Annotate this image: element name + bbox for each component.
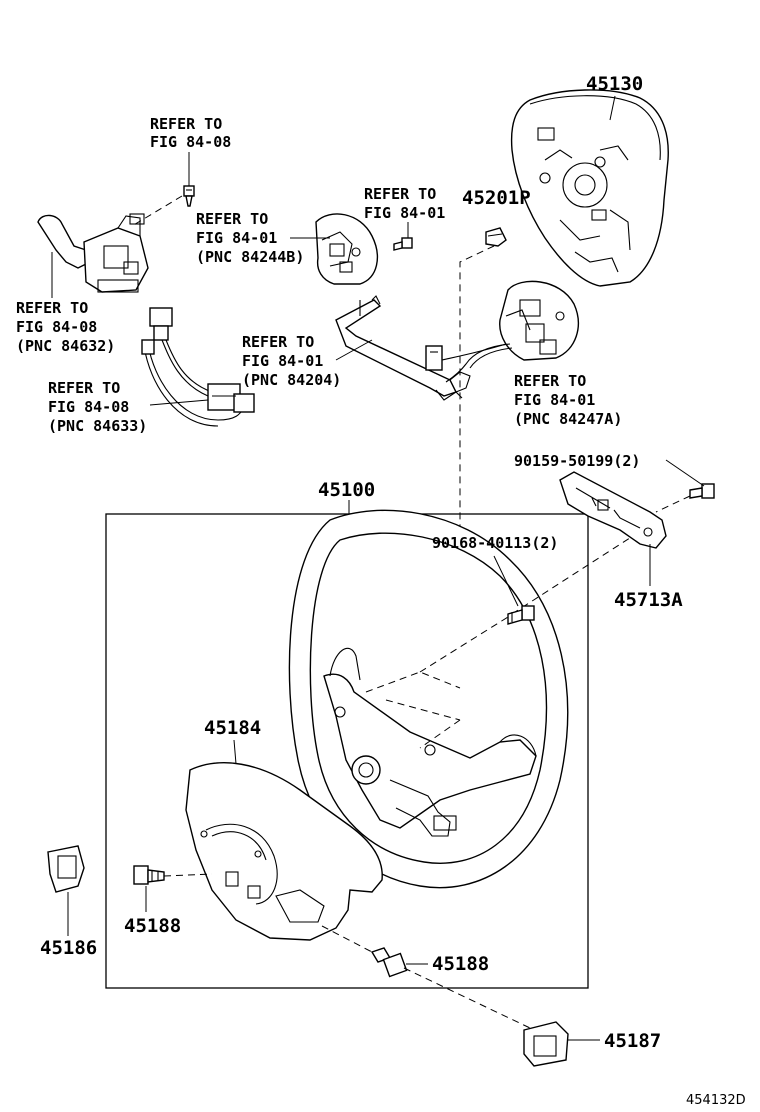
refer-label-84633: REFER TO FIG 84-08 (PNC 84633)	[48, 379, 147, 435]
nut-45201P[interactable]	[485, 227, 507, 247]
svg-text:FIG 84-01: FIG 84-01	[364, 204, 445, 222]
svg-text:REFER TO: REFER TO	[48, 379, 120, 397]
refer-label-fig-84-08-top: REFER TO FIG 84-08	[150, 115, 231, 151]
svg-text:FIG 84-08: FIG 84-08	[150, 133, 231, 151]
wire-harness-84633[interactable]	[141, 339, 255, 427]
emblem-45186[interactable]	[47, 845, 85, 893]
dash-bolt-to-bracket	[655, 495, 691, 513]
bolt-90168-40113[interactable]	[507, 605, 535, 625]
harness-84204[interactable]	[335, 295, 471, 401]
svg-text:(PNC 84633): (PNC 84633)	[48, 417, 147, 435]
dash-lines-wheel	[365, 533, 637, 749]
part-number-45184[interactable]: 45184	[204, 717, 261, 739]
dash-screw-right	[321, 925, 373, 953]
svg-text:REFER TO: REFER TO	[514, 372, 586, 390]
dash-screw-to-switch	[131, 195, 183, 227]
part-number-45188-left[interactable]: 45188	[124, 915, 181, 937]
refer-label-84632: REFER TO FIG 84-08 (PNC 84632)	[16, 299, 115, 355]
part-number-45713A[interactable]: 45713A	[614, 589, 683, 611]
switch-84244B[interactable]	[315, 213, 379, 285]
leader-90159	[665, 459, 705, 487]
svg-text:FIG 84-08: FIG 84-08	[16, 318, 97, 336]
svg-text:REFER TO: REFER TO	[16, 299, 88, 317]
part-number-45130[interactable]: 45130	[586, 73, 643, 95]
part-number-45187[interactable]: 45187	[604, 1030, 661, 1052]
svg-text:(PNC 84632): (PNC 84632)	[16, 337, 115, 355]
screw-fig-84-08[interactable]	[183, 185, 195, 207]
svg-text:(PNC 84204): (PNC 84204)	[242, 371, 341, 389]
wire-harness-84632[interactable]	[149, 307, 213, 397]
part-number-45201P[interactable]: 45201P	[462, 187, 531, 209]
leader-45130	[609, 95, 616, 121]
screw-45188-left[interactable]	[133, 865, 165, 885]
refer-label-84204: REFER TO FIG 84-01 (PNC 84204)	[242, 333, 341, 389]
airbag-assembly-45130[interactable]	[510, 89, 669, 287]
screw-45188-right[interactable]	[370, 947, 408, 978]
svg-text:REFER TO: REFER TO	[364, 185, 436, 203]
turn-signal-switch[interactable]	[37, 213, 149, 293]
bracket-45713A[interactable]	[559, 471, 667, 549]
svg-text:REFER TO: REFER TO	[196, 210, 268, 228]
refer-label-fig-84-01: REFER TO FIG 84-01	[364, 185, 445, 222]
svg-text:FIG 84-01: FIG 84-01	[196, 229, 277, 247]
screw-84-01[interactable]	[393, 237, 413, 251]
leader-90168	[493, 555, 519, 607]
dash-to-45187	[403, 967, 531, 1029]
leader-ref-r6	[149, 399, 209, 406]
part-number-90168-40113[interactable]: 90168-40113(2)	[432, 534, 558, 552]
figure-id: 454132D	[686, 1093, 746, 1108]
wire-84247A-connector	[441, 343, 507, 361]
leader-ref-r5	[335, 339, 373, 361]
svg-text:REFER TO: REFER TO	[150, 115, 222, 133]
svg-text:REFER TO: REFER TO	[242, 333, 314, 351]
part-number-45188-right[interactable]: 45188	[432, 953, 489, 975]
bolt-90159-50199[interactable]	[689, 483, 715, 499]
part-number-45100[interactable]: 45100	[318, 479, 375, 501]
part-number-90159-50199[interactable]: 90159-50199(2)	[514, 452, 640, 470]
svg-text:(PNC 84247A): (PNC 84247A)	[514, 410, 622, 428]
connector-84204[interactable]	[425, 345, 443, 371]
dash-screw-left	[163, 873, 213, 877]
refer-label-84247A: REFER TO FIG 84-01 (PNC 84247A)	[514, 372, 622, 428]
svg-text:FIG 84-01: FIG 84-01	[514, 391, 595, 409]
svg-text:(PNC 84244B): (PNC 84244B)	[196, 248, 304, 266]
cover-45184[interactable]	[185, 762, 383, 941]
svg-text:FIG 84-01: FIG 84-01	[242, 352, 323, 370]
leader-45184	[233, 739, 237, 765]
switch-84247A[interactable]	[445, 280, 579, 383]
refer-label-84244B: REFER TO FIG 84-01 (PNC 84244B)	[196, 210, 304, 266]
svg-text:FIG 84-08: FIG 84-08	[48, 398, 129, 416]
steering-wheel-45100[interactable]	[288, 509, 569, 889]
emblem-45187[interactable]	[523, 1021, 569, 1067]
part-number-45186[interactable]: 45186	[40, 937, 97, 959]
